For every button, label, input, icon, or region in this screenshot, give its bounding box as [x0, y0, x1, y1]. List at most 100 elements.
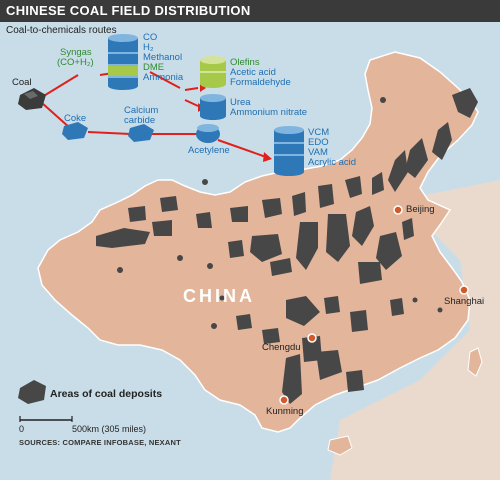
route-urea-olefins: [184, 87, 199, 91]
coal-deposit: [352, 206, 374, 246]
coal-label: Coal: [12, 77, 32, 88]
coal-deposit: [358, 262, 382, 284]
coal-deposits: [96, 88, 478, 404]
coal-deposit: [128, 206, 146, 222]
coal-deposit: [262, 328, 280, 344]
coal-deposit: [219, 295, 225, 301]
syngas-product-h2: H₂: [143, 42, 154, 53]
calcium-label: Calcium: [124, 105, 159, 116]
acetylene-tank-top: [197, 124, 219, 132]
route-lines: [41, 71, 267, 158]
coal-deposit: [282, 354, 302, 404]
coal-deposit: [345, 176, 362, 198]
coal-deposit: [286, 296, 320, 326]
coal-deposit: [96, 228, 150, 248]
syngas-product-ammonia: Ammonia: [143, 72, 184, 83]
coal-deposit: [324, 296, 340, 314]
syngas-label: Syngas: [60, 47, 92, 58]
coal-deposit: [202, 179, 208, 185]
routes-subtitle: Coal-to-chemicals routes: [6, 25, 117, 36]
syngas-product-co: CO: [143, 32, 158, 43]
coal-deposit: [228, 240, 244, 258]
city-dot-kunming: [279, 395, 289, 405]
coal-deposit: [152, 220, 172, 236]
route-coke-carbide: [87, 131, 131, 135]
coal-deposit: [211, 323, 217, 329]
coal-deposit: [160, 196, 178, 212]
sources-note: SOURCES: COMPARE INFOBASE, NEXANT: [19, 438, 181, 447]
acetic-acid-product: Acetic acid: [230, 67, 276, 78]
coal-deposit: [346, 370, 364, 392]
syngas-formula-label: (CO+H₂): [57, 57, 94, 68]
coal-deposit: [405, 138, 428, 178]
coal-lump-icon: [18, 88, 46, 110]
urea-product: Urea: [230, 97, 251, 108]
coal-deposit: [270, 258, 292, 276]
city-dot-chengdu: [307, 333, 317, 343]
coke-label: Coke: [64, 113, 87, 124]
coal-deposit: [262, 198, 282, 218]
olefins-product: Olefins: [230, 57, 260, 68]
syngas-product-dme: DME: [143, 62, 165, 73]
coal-deposit: [117, 267, 123, 273]
map-title: CHINESE COAL FIELD DISTRIBUTION: [6, 3, 251, 18]
acetylene-label: Acetylene: [188, 145, 230, 156]
route-coal-coke: [41, 102, 71, 129]
coke-lump-icon: [62, 122, 88, 140]
coal-deposit: [316, 350, 342, 380]
city-label-chengdu: Chengdu: [262, 342, 301, 353]
coal-deposit: [296, 222, 318, 270]
vam-product: VAM: [308, 147, 328, 158]
coal-deposit: [390, 298, 404, 316]
coal-deposit: [230, 206, 248, 222]
coal-deposit: [412, 297, 418, 303]
country-label: CHINA: [183, 286, 255, 306]
route-acetylene-vcm: [217, 139, 267, 158]
neighbour-land-east: [330, 180, 500, 480]
coal-deposit: [207, 263, 213, 269]
coal-deposit: [250, 234, 282, 262]
coal-deposit: [376, 232, 402, 270]
route-coal-syngas: [41, 74, 79, 98]
coal-deposit: [437, 307, 443, 313]
carbide-label: carbide: [124, 115, 156, 126]
ammonium-nitrate-product: Ammonium nitrate: [230, 107, 308, 118]
coal-deposit: [177, 255, 183, 261]
city-label-shanghai: Shanghai: [444, 296, 485, 307]
coal-deposit: [292, 192, 306, 216]
olefins-tank-icon: [200, 56, 226, 88]
coal-deposit: [196, 212, 212, 228]
coal-deposit: [380, 97, 386, 103]
vcm-product: VCM: [308, 127, 330, 138]
arrowhead: [200, 84, 206, 92]
city-label-kunming: Kunming: [266, 406, 304, 417]
syngas-product-methanol: Methanol: [143, 52, 183, 63]
city-dot-beijing: [393, 205, 403, 215]
calcium-carbide-lump-icon: [128, 124, 154, 142]
coal-deposit: [452, 88, 478, 118]
coal-lump-highlight: [24, 91, 38, 99]
coal-deposit: [388, 150, 408, 192]
coal-deposit: [372, 172, 384, 195]
acetylene-products-tank-icon: [274, 126, 304, 176]
hainan-island: [327, 435, 353, 456]
taiwan-island: [467, 347, 483, 377]
route-urea-products: [184, 99, 199, 107]
coal-deposit: [318, 184, 334, 208]
legend-label: Areas of coal deposits: [50, 388, 163, 400]
city-label-beijing: Beijing: [406, 204, 435, 215]
route-syngas-urea: [149, 71, 181, 89]
formaldehyde-product: Formaldehyde: [230, 77, 291, 88]
urea-tank-icon: [200, 94, 226, 120]
scale-end-label: 500km (305 miles): [72, 424, 147, 434]
edo-product: EDO: [308, 137, 329, 148]
acrylic-acid-product: Acrylic acid: [308, 157, 357, 168]
title-bar: [0, 0, 500, 22]
city-dot-shanghai: [459, 285, 469, 295]
coal-deposit: [326, 214, 350, 262]
scale-start-label: 0: [19, 424, 25, 434]
legend-swatch: [18, 380, 46, 404]
coal-deposit: [432, 122, 452, 160]
